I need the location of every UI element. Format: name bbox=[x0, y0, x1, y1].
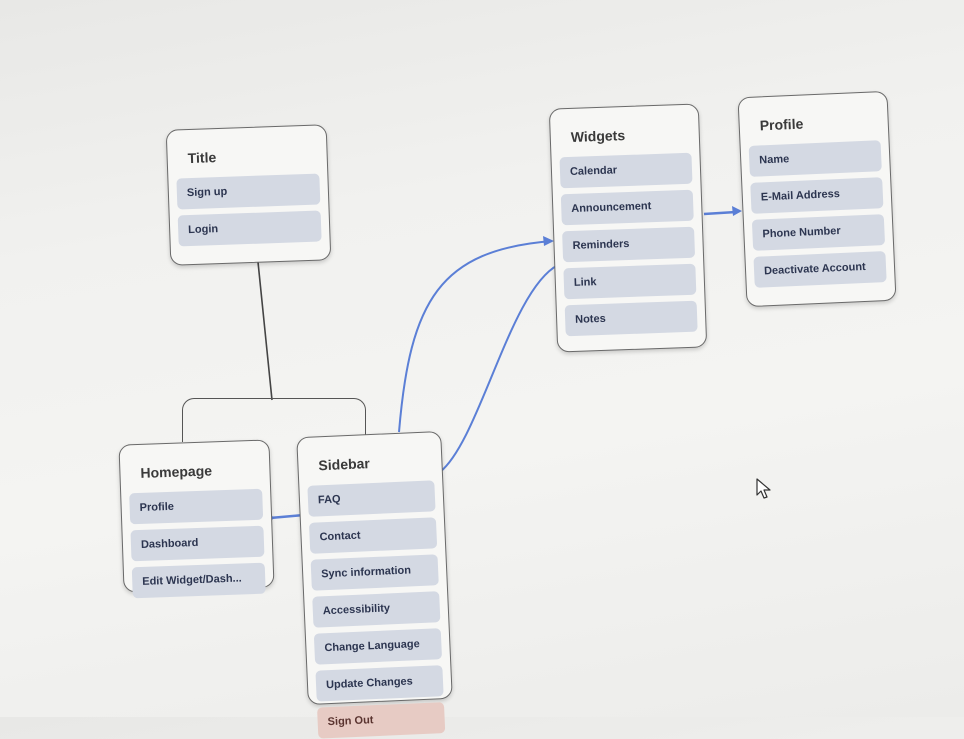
connector-dashboard-to-sidebar bbox=[269, 513, 305, 520]
reminders-item[interactable]: Reminders bbox=[562, 226, 696, 263]
cursor-icon bbox=[756, 478, 771, 499]
connector-sidebar-to-link bbox=[439, 264, 559, 473]
deactivate-account-item[interactable]: Deactivate Account bbox=[753, 251, 887, 288]
sidebar-card: Sidebar FAQ Contact Sync information Acc… bbox=[296, 430, 453, 739]
card-title: Sidebar bbox=[318, 455, 371, 474]
notes-item[interactable]: Notes bbox=[564, 300, 698, 337]
sync-information-item[interactable]: Sync information bbox=[310, 554, 439, 591]
profile-card: Profile Name E-Mail Address Phone Number… bbox=[737, 90, 897, 308]
arrowhead bbox=[543, 236, 554, 246]
connector-layer bbox=[257, 206, 742, 521]
change-language-item[interactable]: Change Language bbox=[313, 628, 443, 665]
edit-widget-item[interactable]: Edit Widget/Dash... bbox=[131, 562, 266, 599]
connector-sidebar-to-reminders bbox=[398, 240, 553, 433]
update-changes-item[interactable]: Update Changes bbox=[315, 665, 444, 702]
connector-title-to-tree bbox=[257, 261, 273, 401]
announcement-item[interactable]: Announcement bbox=[560, 189, 694, 226]
homepage-card: Homepage Profile Dashboard Edit Widget/D… bbox=[118, 439, 275, 599]
card-title: Widgets bbox=[570, 127, 626, 145]
tree-bracket bbox=[182, 398, 366, 442]
faq-item[interactable]: FAQ bbox=[307, 480, 436, 517]
connector-announcement-to-profile bbox=[703, 210, 737, 216]
card-title: Title bbox=[187, 149, 217, 167]
arrowhead bbox=[732, 206, 742, 216]
card-title: Homepage bbox=[140, 462, 213, 481]
sign-out-item[interactable]: Sign Out bbox=[317, 702, 446, 739]
profile-item[interactable]: Profile bbox=[129, 488, 264, 525]
accessibility-item[interactable]: Accessibility bbox=[312, 591, 441, 628]
login-item[interactable]: Login bbox=[177, 210, 322, 247]
widgets-card: Widgets Calendar Announcement Reminders … bbox=[548, 103, 708, 353]
name-item[interactable]: Name bbox=[748, 140, 882, 177]
email-address-item[interactable]: E-Mail Address bbox=[750, 177, 884, 214]
dashboard-item[interactable]: Dashboard bbox=[130, 525, 265, 562]
link-item[interactable]: Link bbox=[563, 263, 697, 300]
phone-number-item[interactable]: Phone Number bbox=[751, 214, 886, 251]
calendar-item[interactable]: Calendar bbox=[559, 152, 693, 189]
sign-up-item[interactable]: Sign up bbox=[176, 173, 321, 210]
title-card: Title Sign up Login bbox=[165, 124, 332, 266]
card-title: Profile bbox=[759, 115, 804, 134]
contact-item[interactable]: Contact bbox=[308, 517, 438, 554]
